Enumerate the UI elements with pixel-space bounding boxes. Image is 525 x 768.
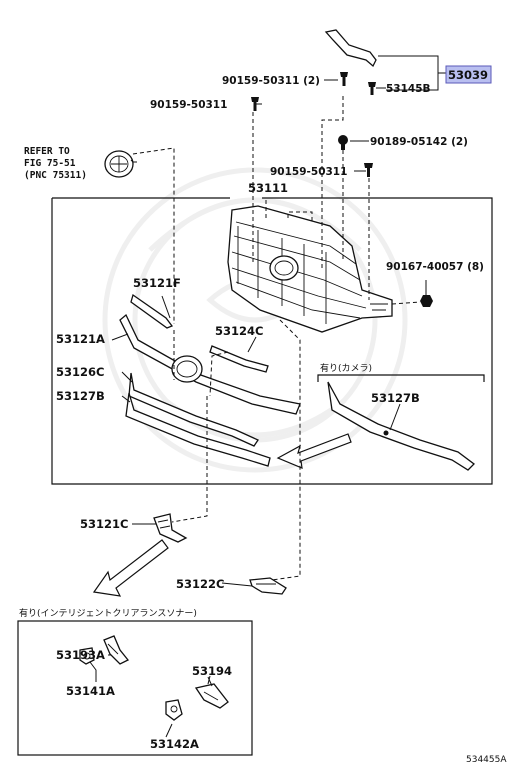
label-nut-90167[interactable]: 90167-40057 (8) xyxy=(386,261,484,273)
direction-arrow-camera xyxy=(276,433,352,469)
label-bolt-90159-b[interactable]: 90159-50311 xyxy=(150,99,227,111)
bolt-90159-b-icon xyxy=(251,97,259,111)
moulding-53124c-part xyxy=(209,345,269,373)
camera-option-bracket xyxy=(317,374,485,382)
label-53121c[interactable]: 53121C xyxy=(80,517,128,531)
direction-arrow-lower xyxy=(92,539,169,597)
label-53039[interactable]: 53039 xyxy=(448,68,488,82)
moulding-53126c-part xyxy=(128,372,259,447)
camera-option-label: 有り(カメラ) xyxy=(320,362,372,374)
emblem-reference-icon xyxy=(104,150,134,178)
label-53194[interactable]: 53194 xyxy=(192,664,232,678)
sonar-bracket-53193a-part xyxy=(103,635,130,665)
label-53121a[interactable]: 53121A xyxy=(56,332,105,346)
label-53142a[interactable]: 53142A xyxy=(150,737,199,751)
main-frame xyxy=(51,197,493,485)
label-53145b[interactable]: 53145B xyxy=(386,83,431,95)
moulding-53127b-right-part xyxy=(327,381,475,471)
refer-note-line2: FIG 75-51 xyxy=(24,158,76,169)
refer-note-line3: (PNC 75311) xyxy=(24,170,87,181)
label-53122c[interactable]: 53122C xyxy=(176,577,224,591)
sonar-option-box xyxy=(17,620,253,756)
sonar-leader-53194 xyxy=(207,676,213,687)
moulding-53121f-part xyxy=(130,293,174,329)
bolt-90159-a-icon xyxy=(340,72,348,86)
moulding-53127b-left-part xyxy=(125,392,271,467)
clip-90189-icon xyxy=(338,135,348,150)
nut-90167-icon xyxy=(420,295,433,307)
label-53127b-left[interactable]: 53127B xyxy=(56,389,105,403)
label-53141a[interactable]: 53141A xyxy=(66,684,115,698)
label-53193a[interactable]: 53193A xyxy=(56,648,105,662)
dashed-guides xyxy=(132,96,421,581)
sonar-holder-53142a-part xyxy=(165,699,183,721)
bracket-53145b-part xyxy=(324,29,377,68)
label-53126c[interactable]: 53126C xyxy=(56,365,104,379)
sonar-bracket-53194-part xyxy=(194,683,229,709)
part-53039-highlight xyxy=(445,65,492,84)
bolt-90159-c-icon xyxy=(364,163,373,177)
label-53111[interactable]: 53111 xyxy=(248,181,288,195)
label-53124c[interactable]: 53124C xyxy=(215,324,263,338)
grille-53111-part xyxy=(227,205,393,333)
refer-note-line1: REFER TO xyxy=(24,146,70,157)
label-bolt-90159-a[interactable]: 90159-50311 (2) xyxy=(222,75,320,87)
bumper-emblem-part xyxy=(171,355,203,383)
cover-53122c-part xyxy=(249,577,287,595)
bolt-53145b-icon xyxy=(368,82,376,95)
label-bolt-90159-c[interactable]: 90159-50311 xyxy=(270,166,347,178)
figure-code: 534455A xyxy=(466,755,507,765)
sonar-option-label: 有り(インテリジェントクリアランスソナー) xyxy=(19,607,197,619)
label-53127b-right[interactable]: 53127B xyxy=(371,391,420,405)
label-53121f[interactable]: 53121F xyxy=(133,276,181,290)
cover-53121c-part xyxy=(153,513,188,543)
label-clip-90189[interactable]: 90189-05142 (2) xyxy=(370,136,468,148)
leader-lines xyxy=(89,55,446,738)
sonar-holder-53141a-part xyxy=(79,647,95,665)
